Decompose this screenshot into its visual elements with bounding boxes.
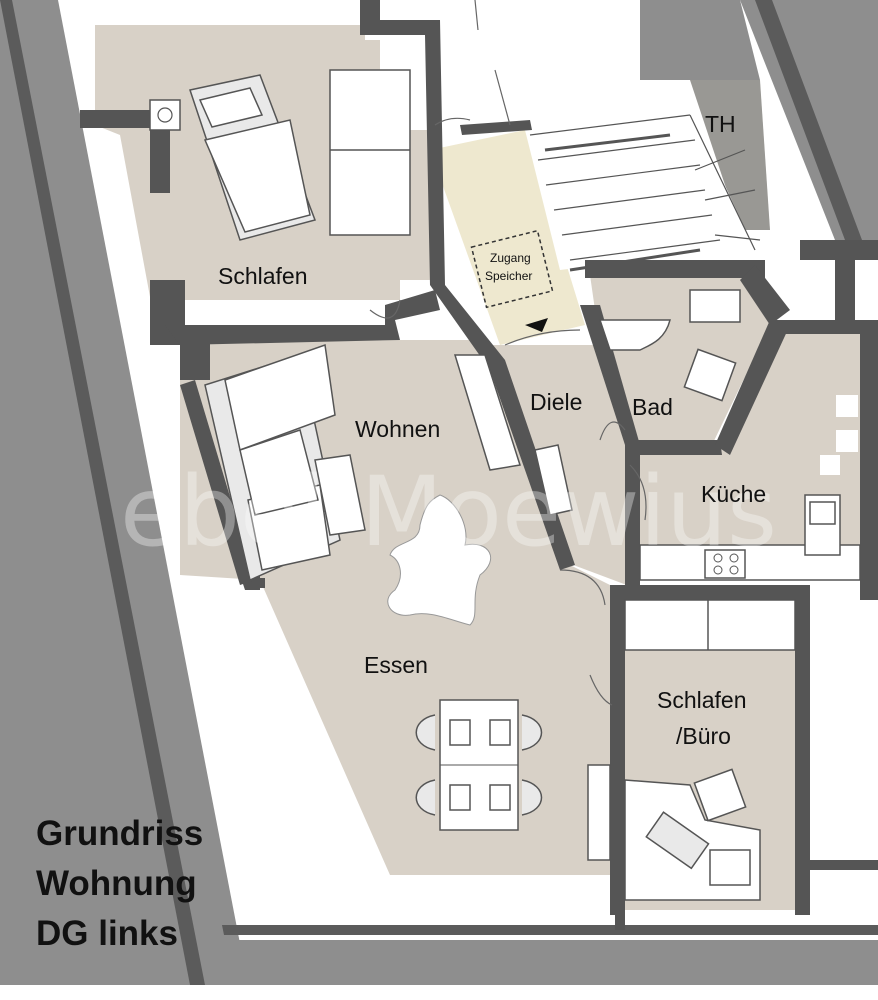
room-label-diele: Diele bbox=[530, 389, 582, 415]
room-label-th: TH bbox=[705, 111, 736, 137]
kueche-furniture bbox=[639, 395, 861, 581]
zugang-speicher-hatch bbox=[470, 229, 554, 309]
watermark: ebel-Moewius bbox=[120, 456, 777, 568]
room-label-essen: Essen bbox=[364, 652, 428, 678]
room-label-zugang-1: Zugang bbox=[490, 251, 531, 265]
wohnen-furniture bbox=[204, 343, 573, 582]
schlafen-furniture bbox=[149, 69, 411, 241]
bad-furniture bbox=[598, 289, 741, 402]
plan-title-line-2: Wohnung bbox=[36, 864, 197, 903]
arrow-icon bbox=[525, 318, 548, 332]
plan-title-line-3: DG links bbox=[36, 914, 178, 953]
plan-title-line-1: Grundriss bbox=[36, 814, 203, 853]
room-labels: TH Zugang Speicher Schlafen Wohnen Diele… bbox=[218, 111, 766, 749]
room-label-zugang-2: Speicher bbox=[485, 269, 532, 283]
interior-walls bbox=[80, 0, 878, 930]
room-label-buero-1: Schlafen bbox=[657, 687, 747, 713]
buero-furniture bbox=[587, 599, 796, 901]
dining-table bbox=[415, 699, 543, 831]
doors bbox=[369, 0, 647, 706]
room-label-wohnen: Wohnen bbox=[355, 416, 440, 442]
room-label-buero-2: /Büro bbox=[676, 723, 731, 749]
rug bbox=[387, 494, 492, 626]
plan-title: Grundriss Wohnung DG links bbox=[36, 814, 203, 953]
room-label-bad: Bad bbox=[632, 394, 673, 420]
room-label-schlafen: Schlafen bbox=[218, 263, 308, 289]
room-label-kueche: Küche bbox=[701, 481, 766, 507]
